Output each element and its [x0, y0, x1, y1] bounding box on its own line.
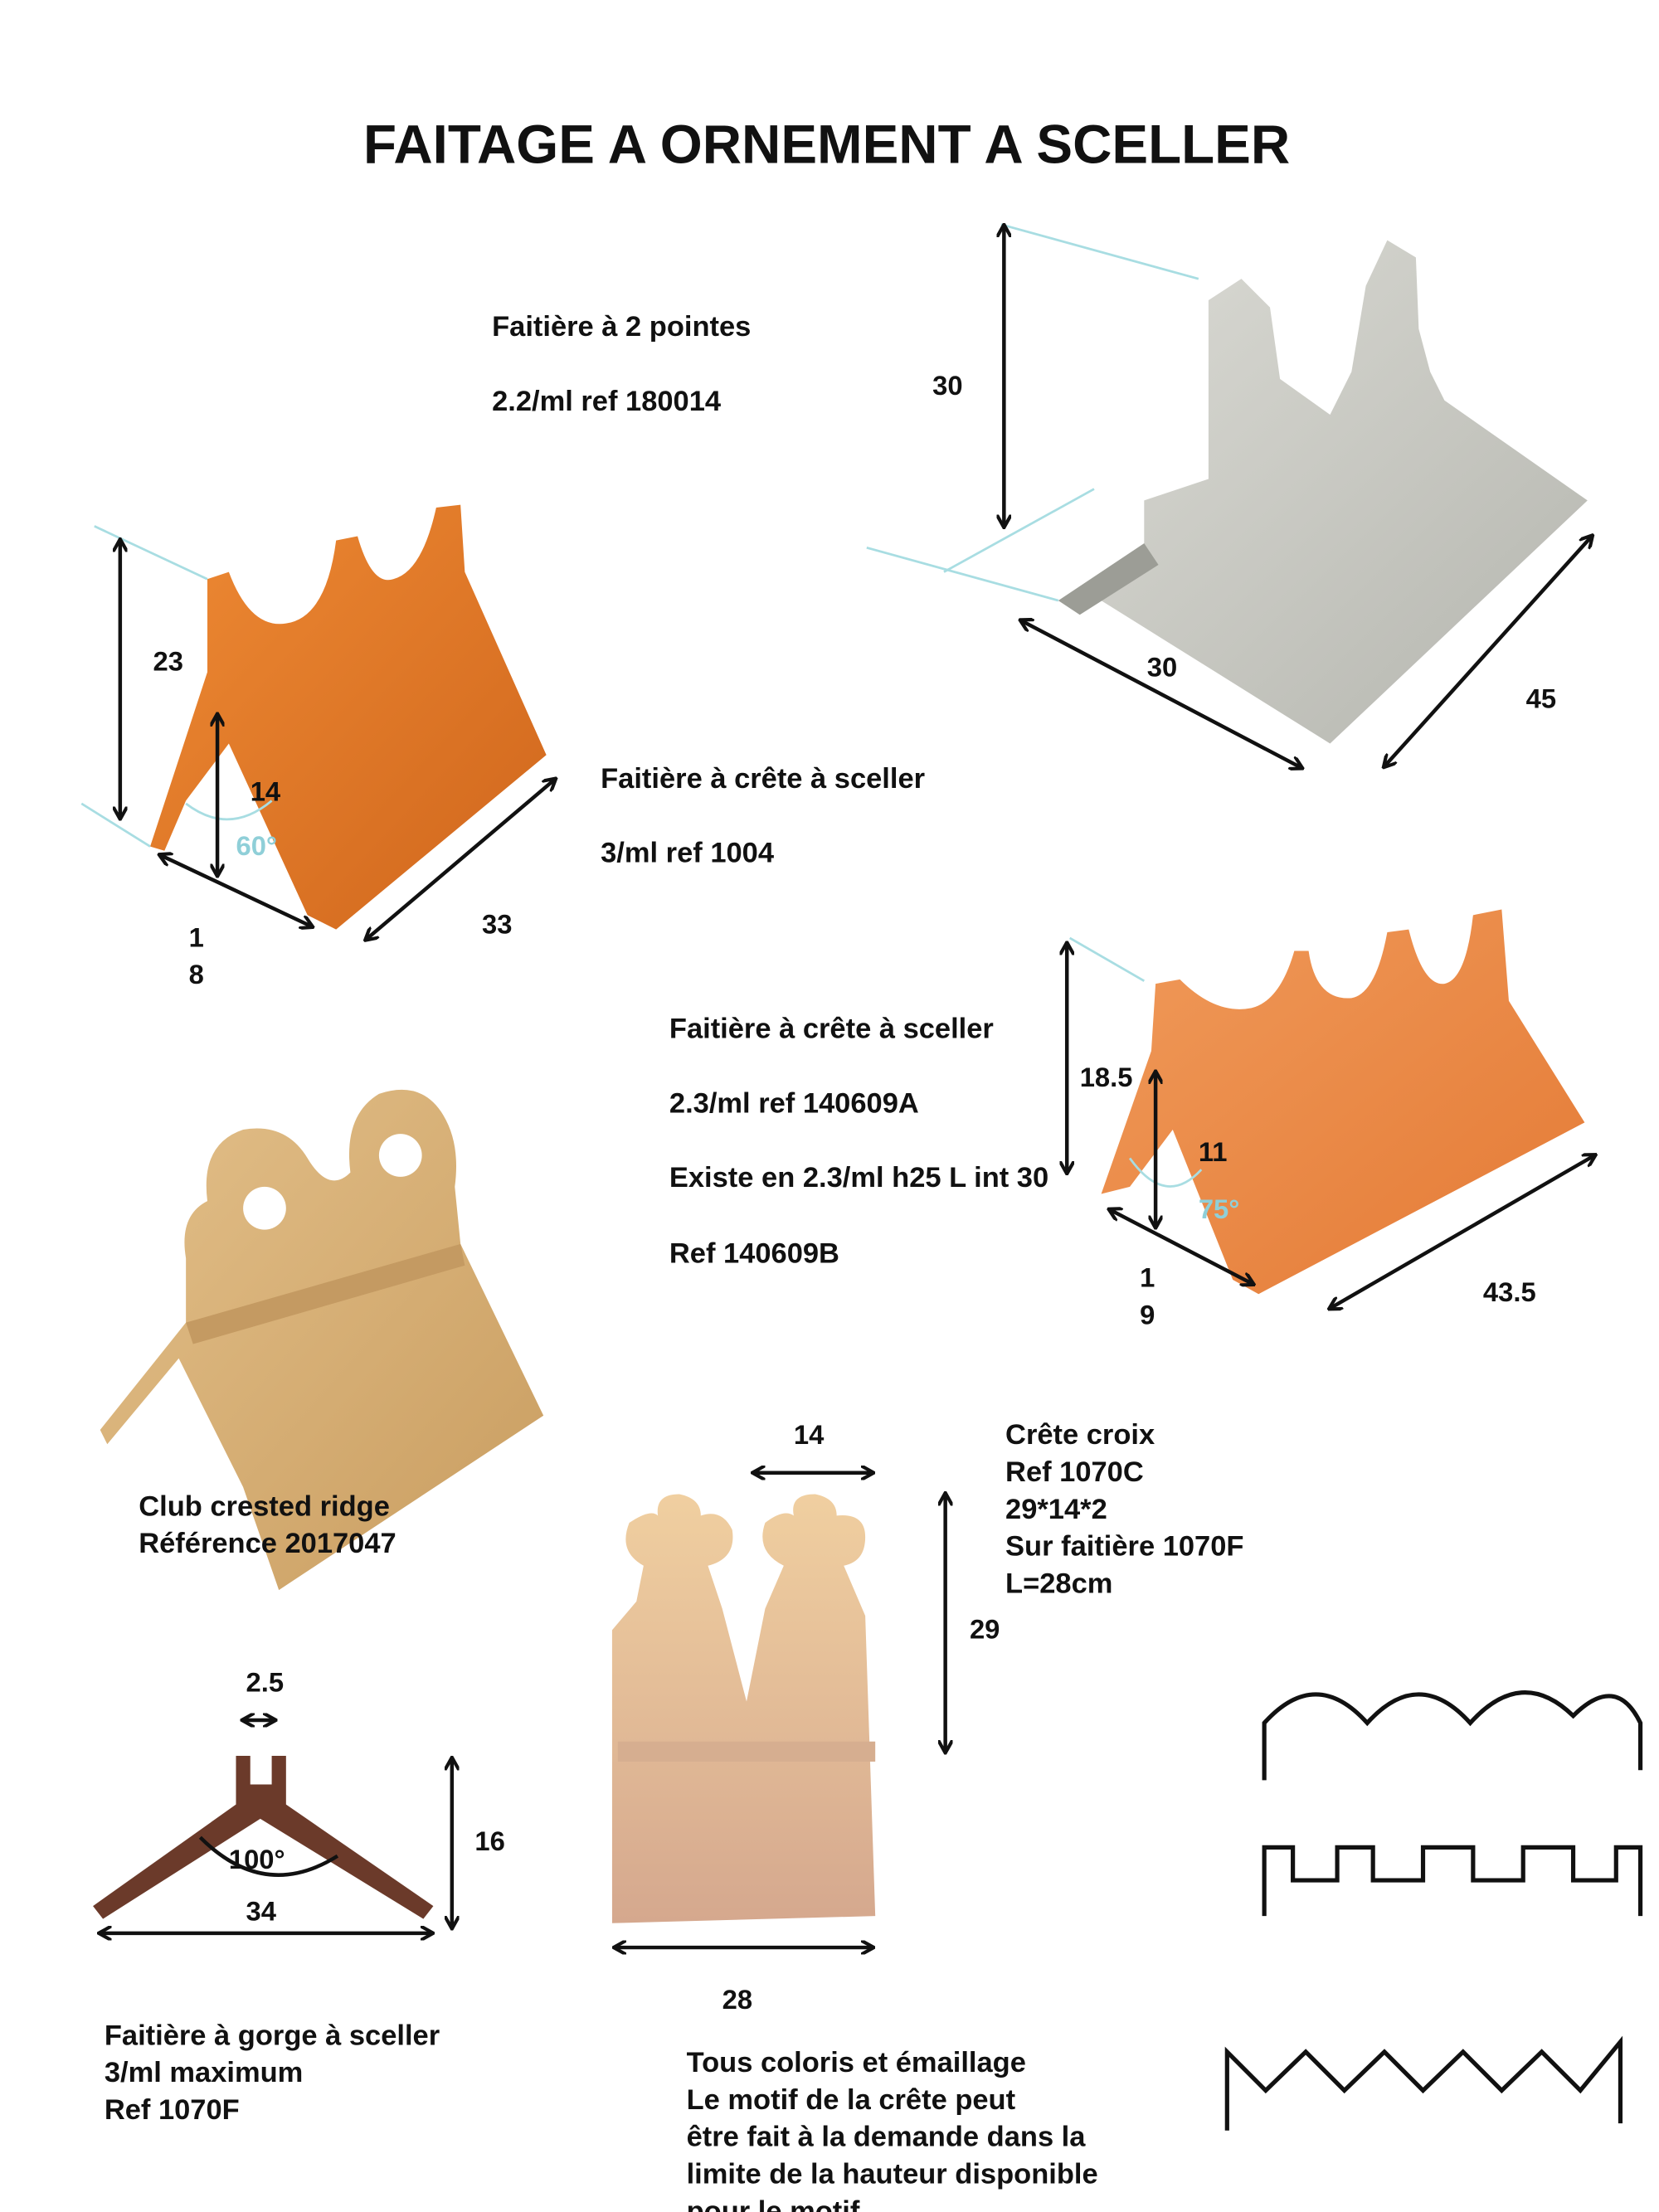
- angle-label: 100°: [229, 1844, 285, 1874]
- dim-length: 28: [722, 1984, 752, 2015]
- product-club: Club crested ridge Référence 2017047: [100, 1089, 544, 1591]
- product-cross-crest: 14 29 28 Crête croix Ref 1070C 29*14*2 S…: [611, 1419, 1243, 2015]
- dim-gap: 2.5: [246, 1666, 285, 1697]
- product-name: Crête croix: [1005, 1419, 1155, 1451]
- product-gorge: 2.5 100° 34 16 Faitière à gorge à scelle…: [93, 1666, 505, 2126]
- product-name: Club crested ridge: [139, 1490, 390, 1522]
- dim-width: 14: [794, 1419, 825, 1450]
- product-qty: 3/ml maximum: [105, 2057, 303, 2088]
- product-ref: Ref 1070F: [105, 2094, 240, 2126]
- angle-label: 75°: [1199, 1194, 1240, 1224]
- note-line: limite de la hauteur disponible: [687, 2159, 1098, 2190]
- product-name: Faitière à 2 pointes: [492, 311, 751, 343]
- dim-base: 1: [189, 921, 204, 952]
- product-size: 29*14*2: [1005, 1494, 1107, 1525]
- dim-base: 9: [1140, 1299, 1155, 1330]
- pattern-zigzag: [1224, 2035, 1623, 2131]
- product-name: Faitière à crête à sceller: [669, 1014, 994, 1045]
- product-ref: Ref 1070C: [1005, 1456, 1144, 1488]
- dim-inner: 14: [251, 775, 281, 806]
- dim-base: 8: [189, 959, 204, 989]
- product-variant: Existe en 2.3/ml h25 L int 30: [669, 1162, 1048, 1194]
- product-ref: 2.2/ml ref 180014: [492, 386, 721, 417]
- notes: Tous coloris et émaillage Le motif de la…: [687, 2047, 1098, 2212]
- ridge-photo-tan: [100, 1089, 544, 1591]
- dim-height: 16: [474, 1826, 504, 1856]
- dim-height: 18.5: [1080, 1062, 1133, 1092]
- dim-inner: 11: [1199, 1136, 1228, 1167]
- product-length: L=28cm: [1005, 1568, 1112, 1600]
- product-name: Faitière à gorge à sceller: [105, 2020, 440, 2051]
- ridge-photo-gray: [1058, 240, 1588, 744]
- dim-height: 30: [932, 370, 962, 401]
- note-line: être fait à la demande dans la: [687, 2122, 1087, 2153]
- angle-label: 60°: [236, 830, 277, 861]
- product-two-points: Faitière à 2 pointes 2.2/ml ref 180014 3…: [492, 225, 1592, 768]
- product-ref: Référence 2017047: [139, 1528, 396, 1559]
- product-ref: 3/ml ref 1004: [601, 838, 774, 869]
- dim-length: 33: [482, 909, 512, 940]
- product-crest-1004: 23 14 60° 1 8 33 Faitière à crête à scel…: [80, 504, 925, 989]
- ridge-photo-orange-light: [1101, 909, 1585, 1295]
- page-title: FAITAGE A ORNEMENT A SCELLER: [363, 114, 1290, 175]
- product-name: Faitière à crête à sceller: [601, 763, 925, 795]
- product-compat: Sur faitière 1070F: [1005, 1531, 1243, 1563]
- pattern-crenels: [1262, 1845, 1643, 1917]
- dim-height: 29: [970, 1614, 1000, 1645]
- dim-width: 34: [246, 1895, 277, 1926]
- dim-base: 1: [1140, 1262, 1155, 1293]
- product-variant-ref: Ref 140609B: [669, 1237, 839, 1269]
- dim-length: 45: [1526, 683, 1556, 713]
- note-line: Le motif de la crête peut: [687, 2084, 1016, 2116]
- ridge-photo-orange: [150, 504, 547, 930]
- crest-patterns: [1224, 1690, 1643, 2131]
- dim-width: 30: [1147, 651, 1177, 682]
- pattern-arches: [1262, 1690, 1643, 1781]
- product-ref: 2.3/ml ref 140609A: [669, 1087, 919, 1119]
- note-line: Tous coloris et émaillage: [687, 2047, 1026, 2078]
- note-line: pour le motif: [687, 2195, 860, 2212]
- crest-photo-cross: [611, 1494, 876, 1923]
- dim-length: 43.5: [1483, 1276, 1536, 1307]
- product-crest-140609: Faitière à crête à sceller 2.3/ml ref 14…: [669, 909, 1595, 1330]
- gorge-profile: [93, 1756, 434, 1919]
- dim-height: 23: [153, 646, 182, 677]
